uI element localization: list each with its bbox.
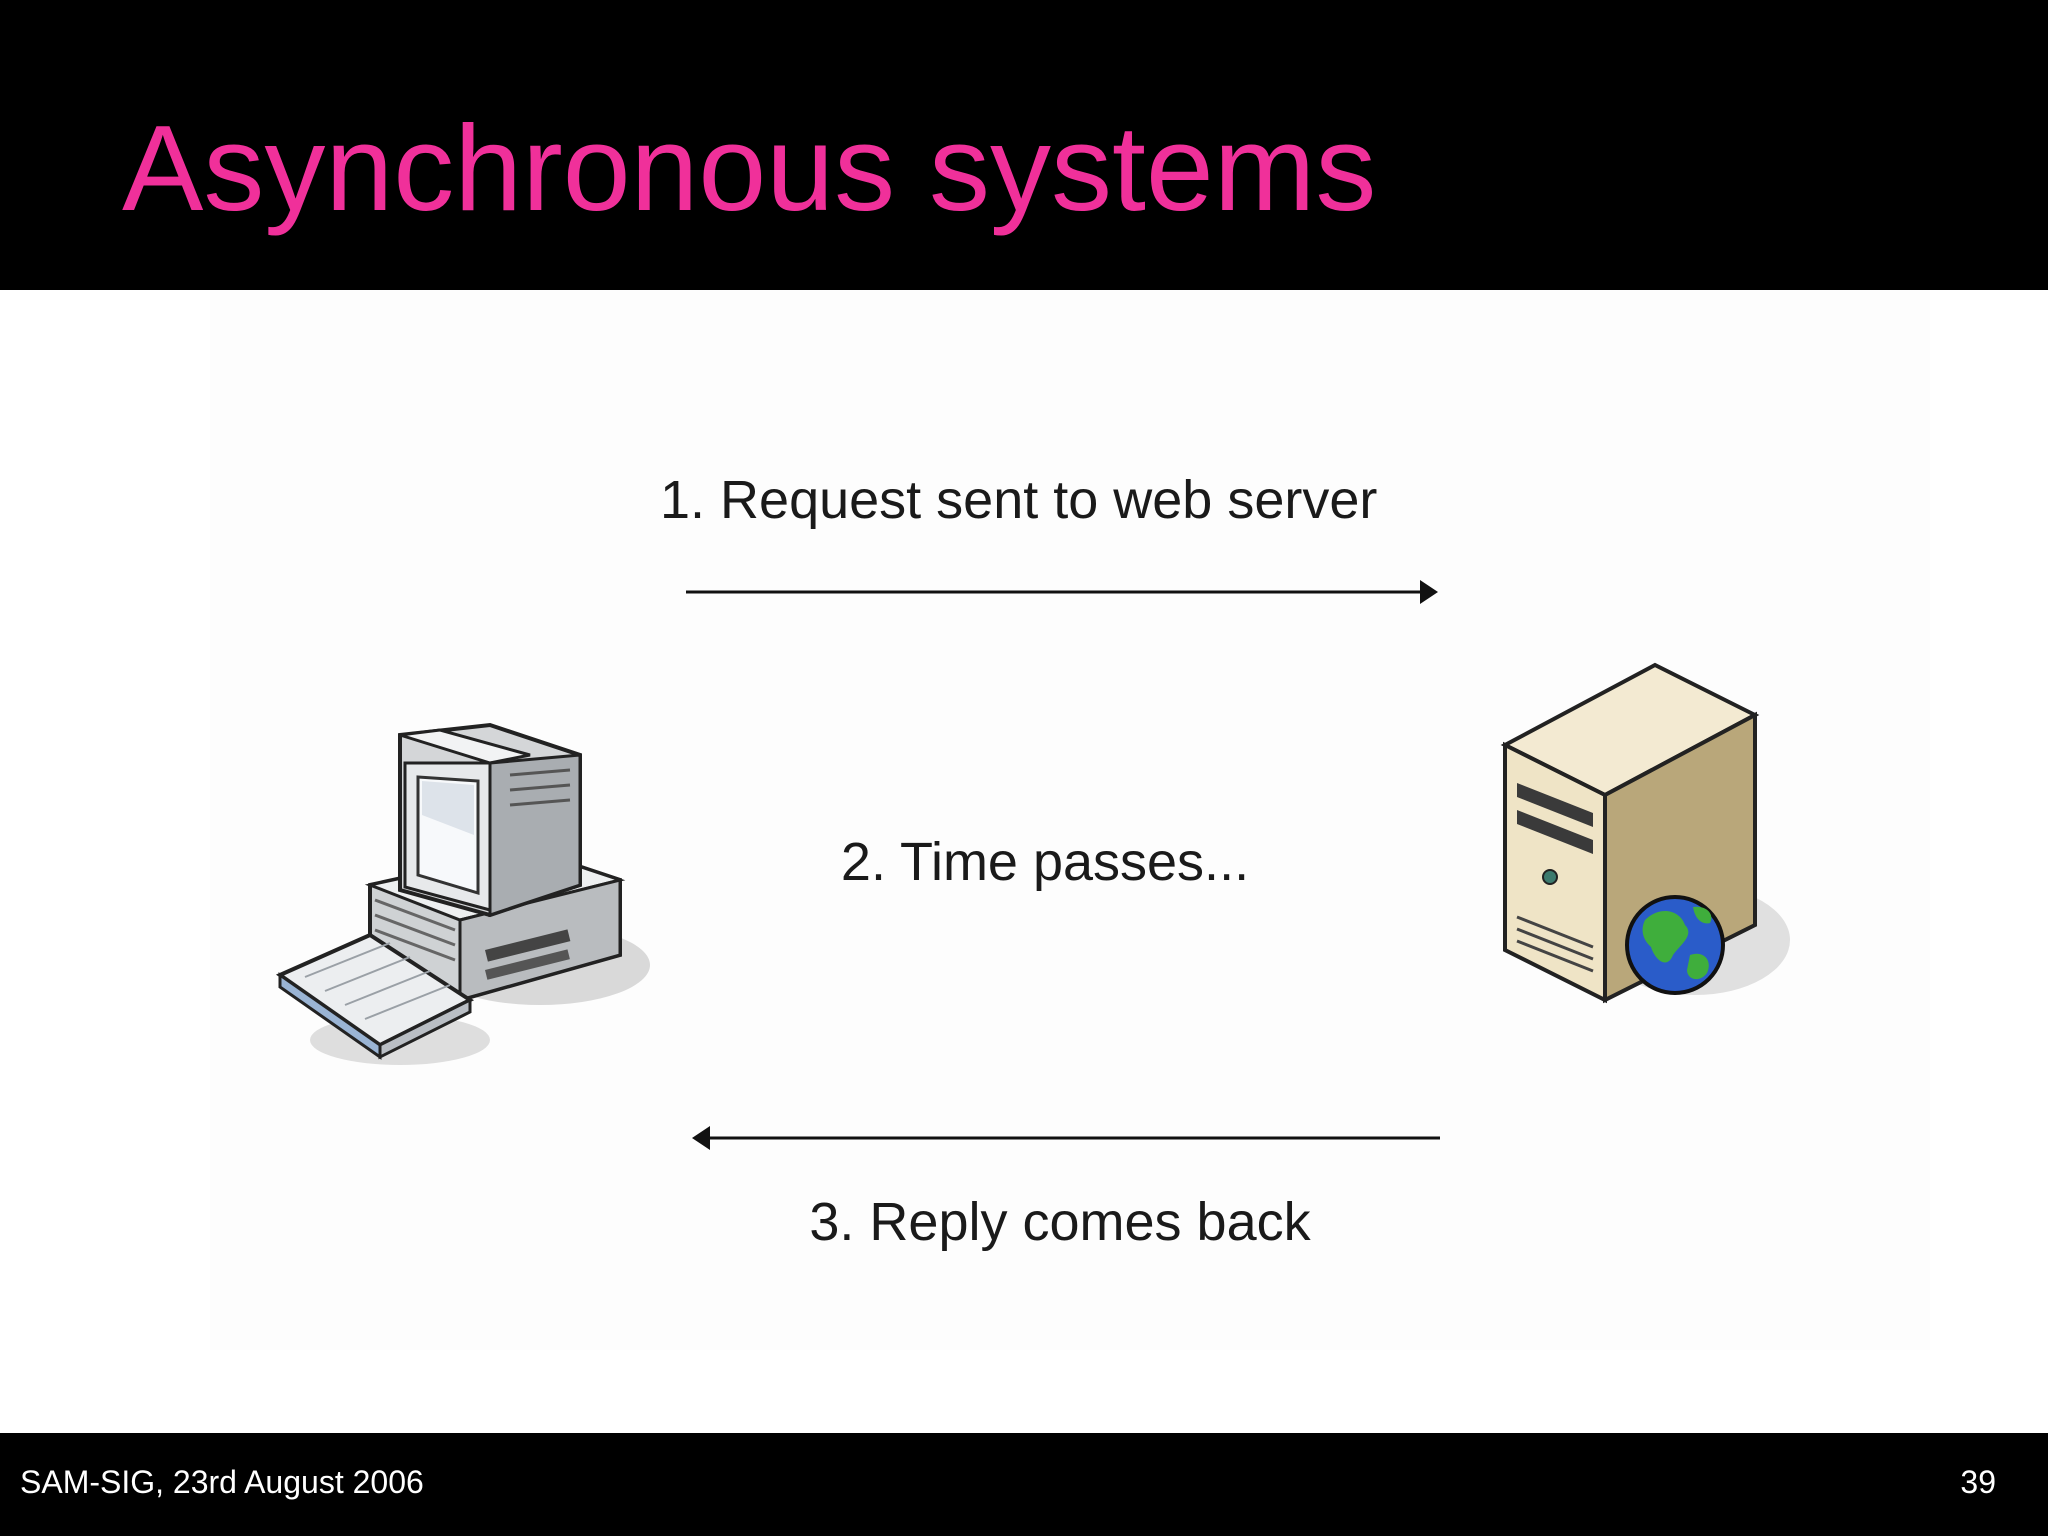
slide-title: Asynchronous systems — [122, 100, 1377, 236]
step-3-label: 3. Reply comes back — [809, 1192, 1311, 1252]
step-1-label: 1. Request sent to web server — [660, 470, 1378, 530]
request-arrow — [686, 580, 1438, 604]
desktop-computer-icon — [275, 722, 650, 1065]
slide-number: 39 — [1960, 1464, 1996, 1500]
title-bar: Asynchronous systems — [0, 0, 2048, 290]
footer-bar — [0, 1433, 2048, 1536]
reply-arrow — [692, 1126, 1440, 1150]
step-2-label: 2. Time passes... — [840, 832, 1250, 892]
footer-event-date: SAM-SIG, 23rd August 2006 — [20, 1464, 424, 1500]
web-server-globe-icon — [1500, 662, 1790, 1004]
